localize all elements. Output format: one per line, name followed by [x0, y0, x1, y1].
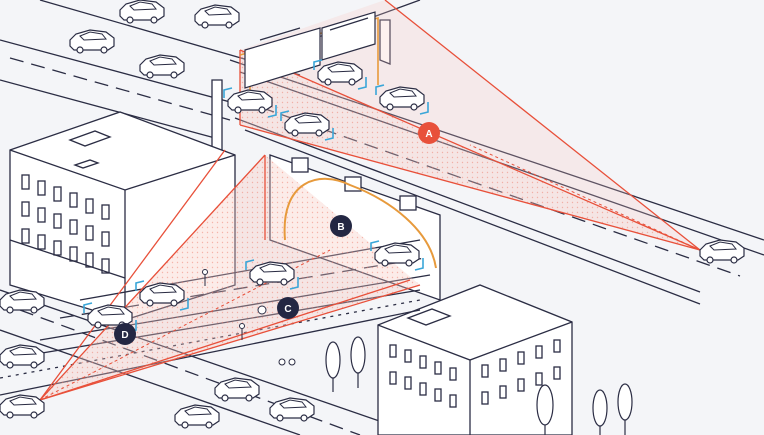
badge-b-label: B: [337, 222, 344, 233]
pedestrians: [202, 269, 296, 366]
radar-arc-b: [283, 177, 437, 269]
detection-brackets: [83, 59, 429, 333]
badge-c: C: [277, 297, 299, 319]
trees: [325, 336, 633, 435]
right-building: [377, 284, 573, 435]
badge-a-label: A: [425, 129, 432, 140]
badge-d: D: [114, 323, 136, 345]
sensor-cone-a: [239, 0, 701, 251]
overhead-signs: [244, 11, 376, 89]
badge-a: A: [418, 122, 440, 144]
badge-c-label: C: [284, 304, 291, 315]
ground-road: [0, 0, 421, 435]
badge-b: B: [330, 215, 352, 237]
badge-d-label: D: [121, 330, 128, 341]
